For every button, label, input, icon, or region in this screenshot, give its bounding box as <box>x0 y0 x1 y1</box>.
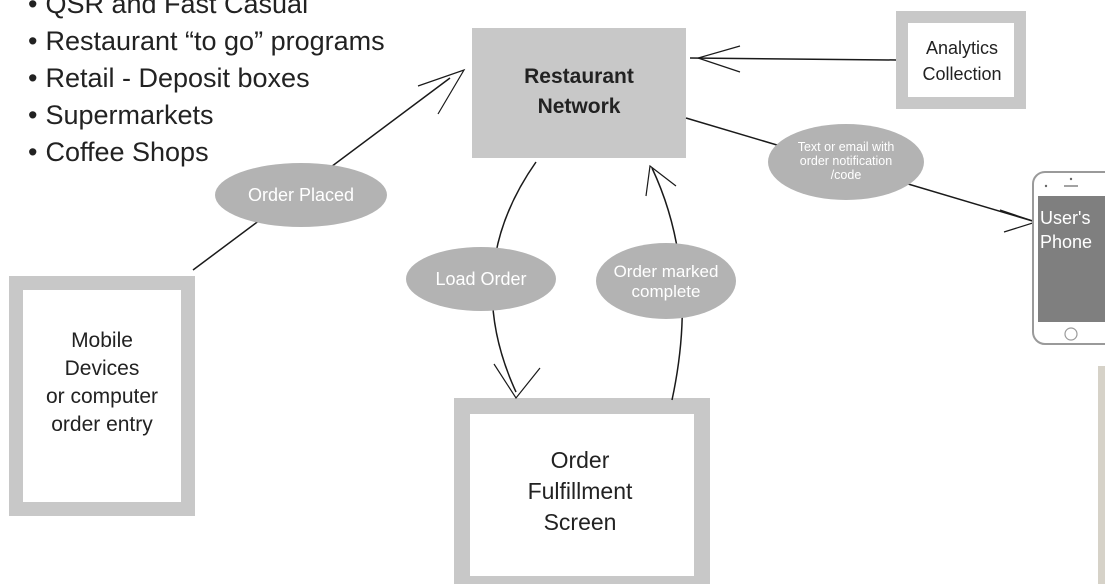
use-case-label: Restaurant “to go” programs <box>45 26 385 56</box>
order-complete-oval <box>596 243 736 319</box>
order-placed-arrowhead <box>417 68 466 115</box>
phone-sensor <box>1044 184 1048 188</box>
notification-oval <box>768 124 924 200</box>
phone-camera <box>1069 177 1073 181</box>
bullet-icon: • <box>28 63 38 93</box>
use-case-label: Retail - Deposit boxes <box>45 63 310 93</box>
use-case-item: •Retail - Deposit boxes <box>28 60 385 97</box>
bullet-icon: • <box>28 100 38 130</box>
order-fulfillment-label: Order Fulfillment Screen <box>527 447 633 535</box>
mobile-devices-box <box>9 276 195 516</box>
partial-device-edge <box>1098 366 1105 584</box>
analytics-connector <box>689 57 897 61</box>
load-order-label: Load Order <box>435 269 527 289</box>
bullet-icon: • <box>28 137 38 167</box>
use-case-item: •Restaurant “to go” programs <box>28 23 385 60</box>
load-order-oval <box>406 247 556 311</box>
order-complete-arrowhead <box>645 164 677 197</box>
mobile-devices-label: Mobile Devices or computer order entry <box>45 329 159 436</box>
use-case-label: QSR and Fast Casual <box>45 0 309 19</box>
order-fulfillment-box <box>454 398 710 584</box>
restaurant-network-box <box>472 28 686 158</box>
restaurant-network-label: Restaurant Network <box>524 65 634 118</box>
use-case-label: Supermarkets <box>45 100 214 130</box>
phone-label: User's Phone <box>1040 208 1093 252</box>
order-placed-label: Order Placed <box>247 185 355 205</box>
use-case-item: •Coffee Shops <box>28 134 385 171</box>
phone-home-button <box>1064 327 1078 341</box>
bullet-icon: • <box>28 26 38 56</box>
use-case-label: Coffee Shops <box>45 137 209 167</box>
bullet-icon: • <box>28 0 38 19</box>
order-complete-label: Order marked complete <box>613 262 719 301</box>
notification-label: Text or email with order notification /c… <box>797 140 895 182</box>
load-order-arrowhead <box>493 363 541 400</box>
order-placed-oval <box>215 163 387 227</box>
phone-screen <box>1038 196 1105 322</box>
use-case-item: • QSR and Fast Casual <box>28 0 385 23</box>
analytics-arrowhead <box>695 45 741 73</box>
analytics-box <box>896 11 1026 109</box>
analytics-label: Analytics Collection <box>922 38 1002 84</box>
use-case-item: •Supermarkets <box>28 97 385 134</box>
use-case-list: •QSR and Fast Casual •Restaurant “to go”… <box>28 0 385 171</box>
